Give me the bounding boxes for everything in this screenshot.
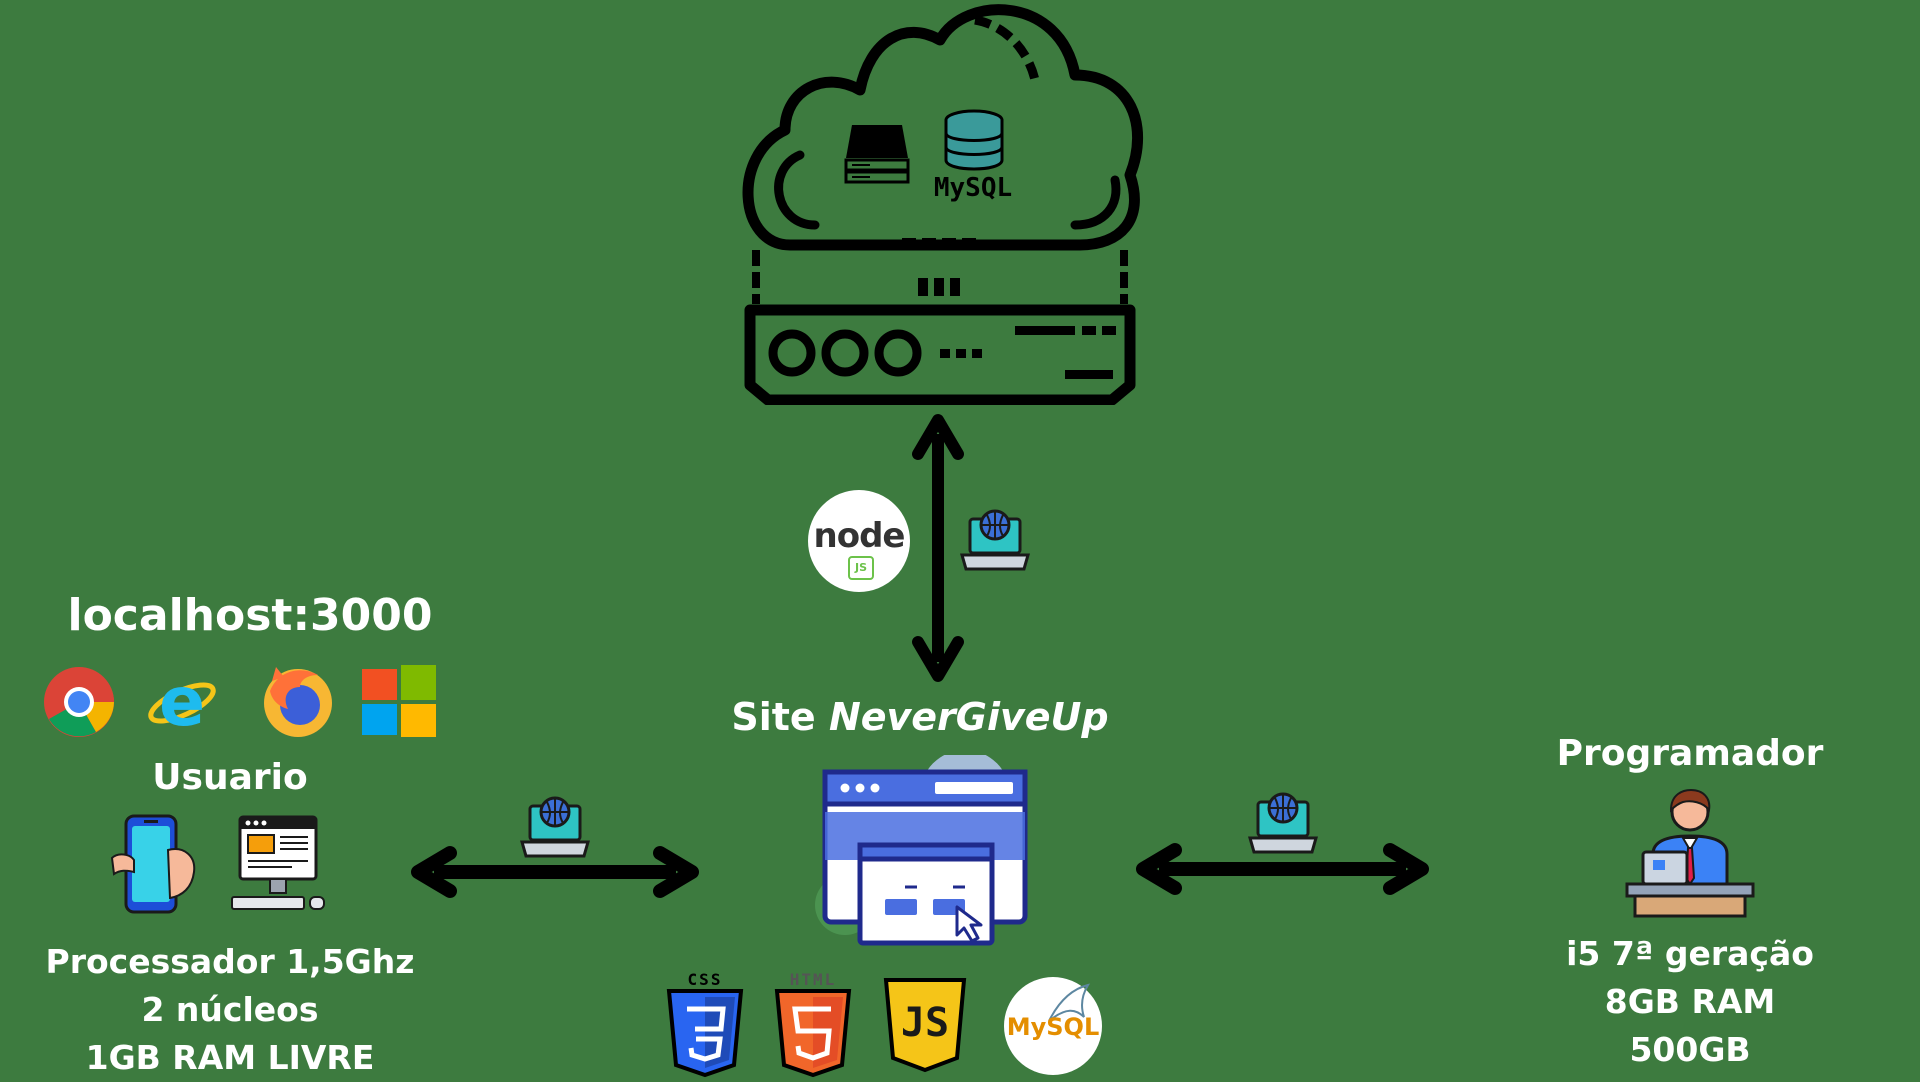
chrome-icon bbox=[44, 667, 114, 737]
cloud-mysql-label: MySQL bbox=[934, 173, 1012, 203]
user-title: Usuario bbox=[152, 757, 308, 798]
laptop-globe-icon bbox=[520, 796, 590, 858]
mysql-label: MySQL bbox=[1006, 1013, 1100, 1041]
site-title-name: NeverGiveUp bbox=[828, 695, 1109, 739]
laptop-globe-icon bbox=[960, 509, 1030, 571]
nodejs-word: node bbox=[813, 516, 906, 556]
programmer-spec-storage: 500GB bbox=[1629, 1030, 1751, 1069]
css3-icon: CSS bbox=[665, 970, 745, 1080]
programmer-spec-cpu: i5 7ª geração bbox=[1566, 934, 1814, 973]
html5-icon: HTML bbox=[773, 970, 853, 1080]
database-icon bbox=[944, 109, 1004, 171]
internet-explorer-icon: e bbox=[148, 665, 216, 739]
windows-icon bbox=[362, 665, 436, 737]
server-site-arrow bbox=[912, 414, 964, 682]
html5-label: HTML bbox=[789, 970, 837, 989]
css3-label: CSS bbox=[687, 970, 723, 989]
programmer-title: Programador bbox=[1556, 733, 1824, 774]
server-rack-icon bbox=[844, 125, 910, 184]
user-spec-cpu: Processador 1,5Ghz bbox=[45, 942, 415, 981]
user-site-arrow bbox=[411, 846, 699, 898]
user-specs: Processador 1,5Ghz 2 núcleos 1GB RAM LIV… bbox=[30, 938, 430, 1082]
javascript-icon: JS bbox=[882, 978, 968, 1074]
user-spec-ram: 1GB RAM LIVRE bbox=[85, 1038, 375, 1077]
site-title-prefix: Site bbox=[731, 695, 829, 739]
javascript-label: JS bbox=[900, 1000, 950, 1046]
mysql-icon: MySQL bbox=[1004, 977, 1102, 1075]
programmer-specs: i5 7ª geração 8GB RAM 500GB bbox=[1530, 930, 1850, 1074]
firefox-icon bbox=[264, 667, 332, 737]
laptop-globe-icon bbox=[1248, 792, 1318, 854]
user-url: localhost:3000 bbox=[67, 590, 433, 641]
programmer-spec-ram: 8GB RAM bbox=[1604, 982, 1776, 1021]
cloud-server-icon: MySQL bbox=[742, 4, 1144, 405]
nodejs-logo-icon: node JS bbox=[808, 490, 910, 592]
smartphone-icon bbox=[110, 814, 196, 914]
nodejs-sub: JS bbox=[848, 556, 874, 580]
desktop-computer-icon bbox=[231, 815, 325, 910]
site-title: Site NeverGiveUp bbox=[700, 695, 1140, 739]
programmer-icon bbox=[1625, 788, 1755, 918]
svg-text:e: e bbox=[159, 665, 205, 739]
site-programmer-arrow bbox=[1136, 843, 1429, 895]
user-spec-cores: 2 núcleos bbox=[141, 990, 319, 1029]
browser-window-icon bbox=[815, 755, 1028, 946]
